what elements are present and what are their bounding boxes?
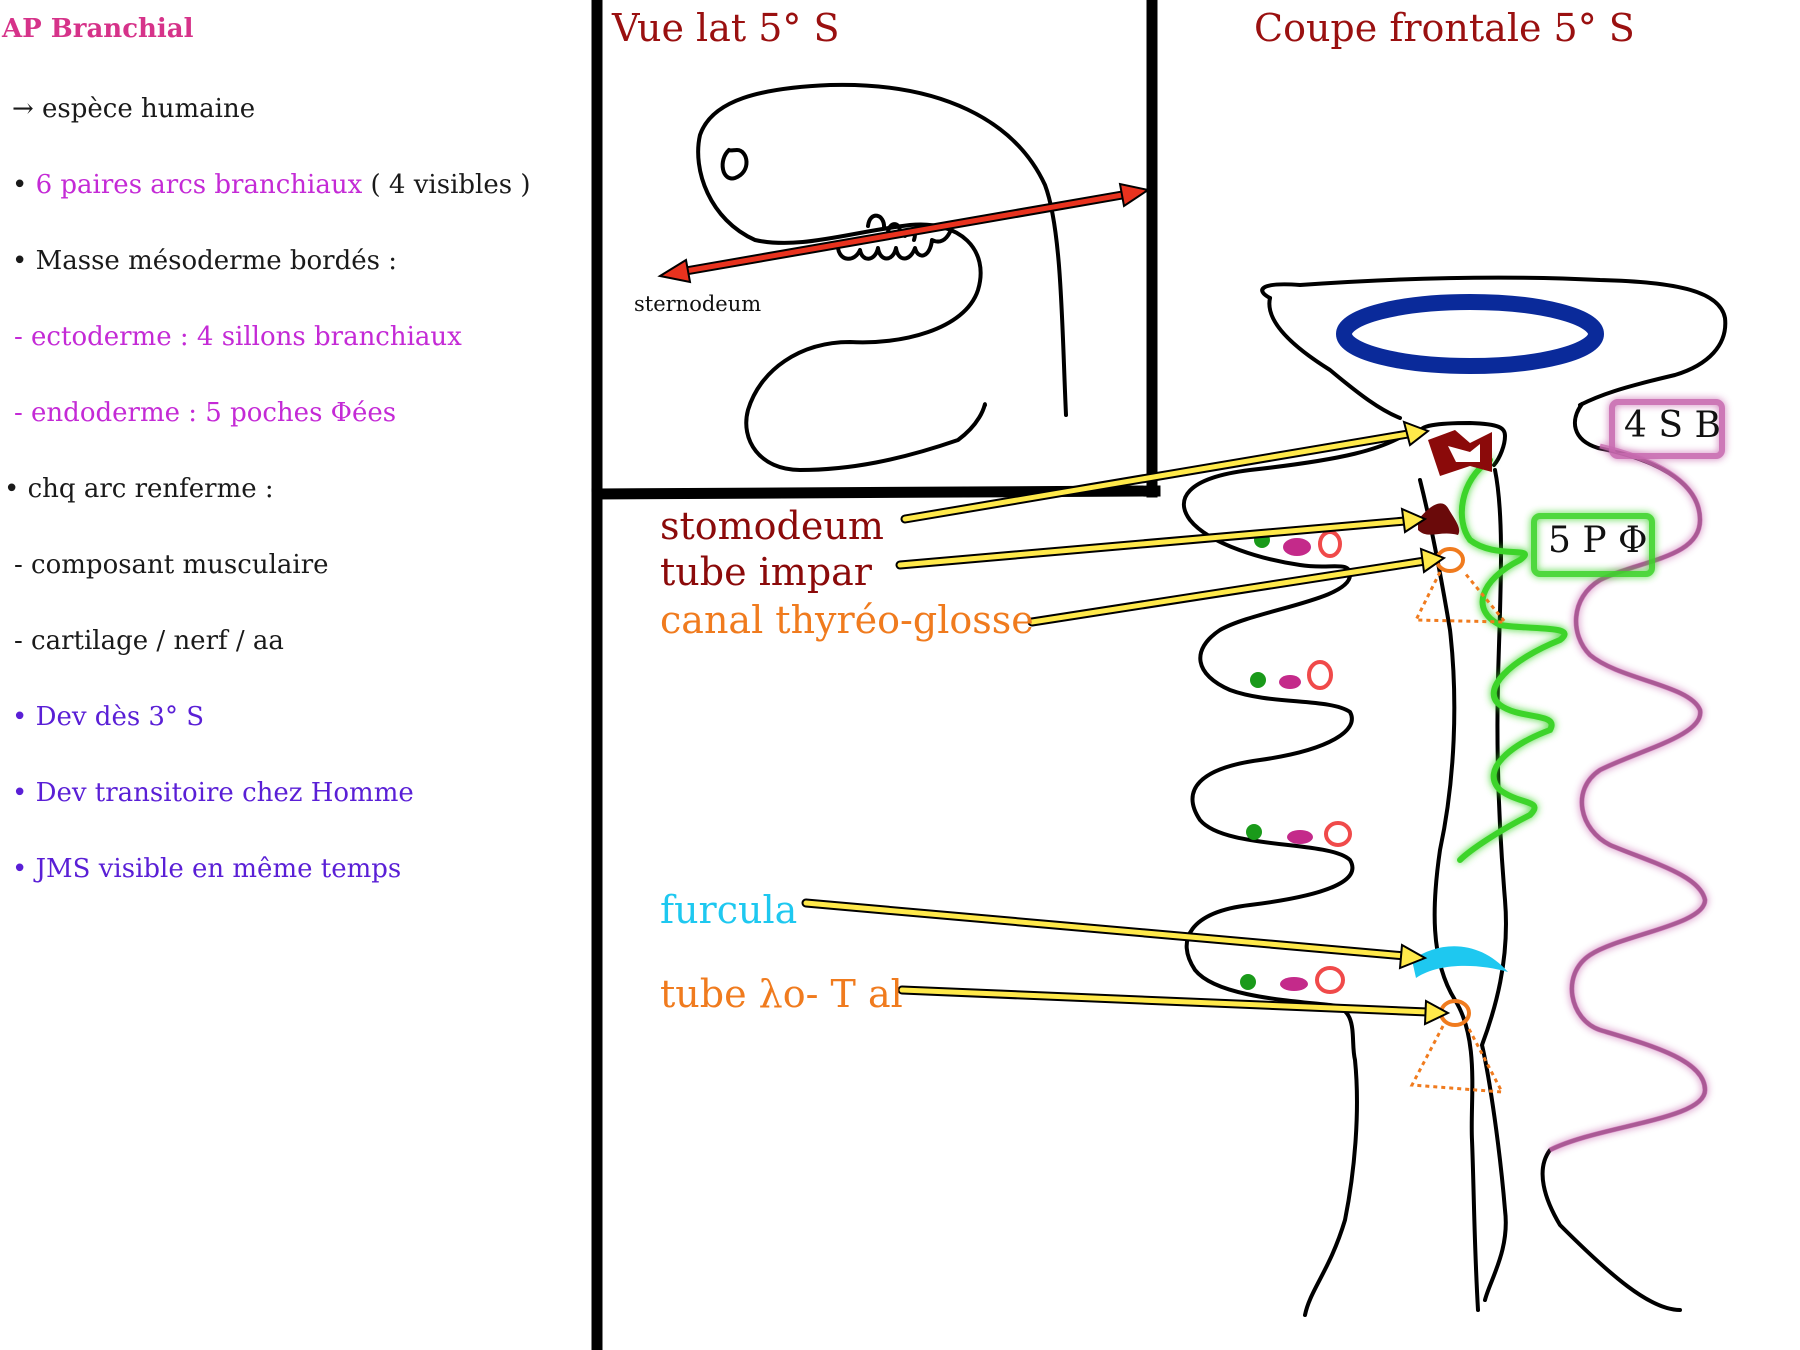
- oral-ring: [1336, 294, 1604, 374]
- note-line: - cartilage / nerf / aa: [14, 626, 284, 656]
- arrow-canal: [1027, 547, 1447, 627]
- note-line: • 6 paires arcs branchiaux ( 4 visibles …: [12, 170, 531, 200]
- arrow-tube-lo: [897, 985, 1451, 1026]
- frontal-section-title: Coupe frontale 5° S: [1254, 6, 1635, 50]
- lateral-view-title: Vue lat 5° S: [612, 6, 840, 50]
- arrow-stomodeum: [900, 420, 1431, 524]
- note-line: → espèce humaine: [12, 94, 256, 124]
- arch-contents: [1240, 530, 1352, 994]
- note-line: - endoderme : 5 poches Φées: [14, 398, 397, 428]
- note-line: - ectoderme : 4 sillons branchiaux: [14, 322, 462, 352]
- sb-box-highlight: [1609, 399, 1725, 459]
- ectoderm-glow: [1548, 443, 1708, 1153]
- sb-box-label: 4 S B: [1624, 405, 1721, 446]
- stomodeum-label: stomodeum: [660, 504, 884, 548]
- note-line: • Masse mésoderme bordés :: [12, 246, 397, 276]
- note-line: • chq arc renferme :: [4, 474, 274, 504]
- pf-box-highlight: [1531, 513, 1655, 577]
- tube-lo-label: tube λo- T al: [660, 972, 903, 1016]
- page-title: AP Branchial: [2, 14, 194, 44]
- arrow-furcula: [801, 898, 1428, 970]
- embryo-lateral-outline: [696, 82, 1068, 472]
- note-line: • JMS visible en même temps: [12, 854, 402, 884]
- red-section-arrow: [657, 182, 1151, 284]
- arrow-tube-impar: [895, 507, 1428, 570]
- stomodeum-shape: [1418, 430, 1492, 535]
- canal-thyreo-glosse-label: canal thyréo-glosse: [660, 598, 1034, 642]
- sternodeum-label: sternodeum: [634, 292, 762, 316]
- tube-impar-label: tube impar: [660, 550, 872, 594]
- notes-panel: AP Branchial → espèce humaine • 6 paires…: [0, 0, 590, 1350]
- pf-box-label: 5 P Φ: [1548, 520, 1648, 561]
- note-line: • Dev transitoire chez Homme: [12, 778, 414, 808]
- endoderm-pouches: [1457, 457, 1568, 863]
- yellow-arrows: [801, 420, 1451, 1026]
- furcula-shape: [1412, 946, 1508, 978]
- furcula-label: furcula: [660, 888, 798, 932]
- note-line: • Dev dès 3° S: [12, 702, 205, 732]
- note-line: - composant musculaire: [14, 550, 329, 580]
